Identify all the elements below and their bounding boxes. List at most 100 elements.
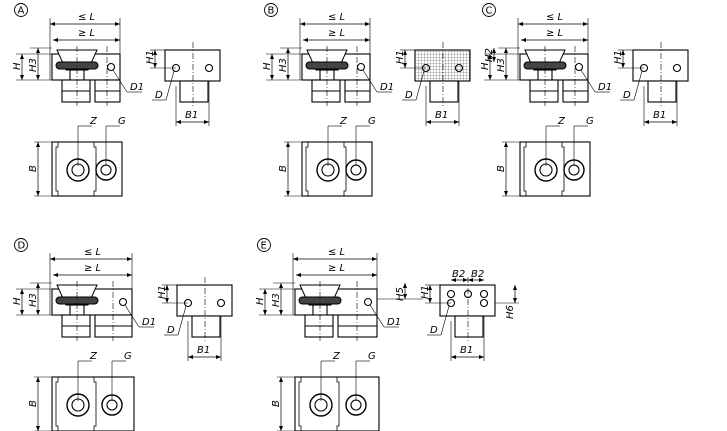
dimension-label-max-l: ≤ L [546,12,563,23]
dimension-label-b: B [28,165,39,172]
bore-d-right [204,63,214,73]
dimension-label-h1: H1 [395,50,406,64]
bore-b2-left [446,289,456,299]
screw-d1 [106,62,116,72]
side-view-foot [179,80,209,103]
dimension-label-b1: B1 [185,110,198,121]
side-view-body [414,49,471,82]
side-view-foot [454,315,484,338]
dimension-label-b: B [28,400,39,407]
dimension-label-d1: D1 [598,82,612,93]
dimension-label-g: G [586,116,594,127]
screw-d1 [574,62,584,72]
dimension-label-b2: B2 [452,269,465,280]
dimension-label-h2: H2 [484,48,495,62]
dimension-label-min-l: ≥ L [328,263,345,274]
dimension-arrow [165,285,169,303]
dimension-label-g: G [368,116,376,127]
dimension-label-d1: D1 [142,317,156,328]
screw-d1 [363,297,373,307]
top-view-body [294,376,380,431]
side-view-body [176,284,233,317]
screw-d1 [356,62,366,72]
dimension-arrow [403,283,407,299]
variant-badge-circle [482,3,496,17]
dimension-arrow [428,285,432,303]
screw-d1 [118,297,128,307]
dimension-label-h5: H5 [395,287,406,301]
dimension-label-h1: H1 [420,285,431,299]
variant-label: D [18,241,26,252]
dimension-label-h: H [480,62,491,70]
dimension-label-max-l: ≤ L [328,12,345,23]
dimension-label-d1: D1 [130,82,144,93]
drawing-line [633,70,643,101]
bore-d-right [672,63,682,73]
side-view-body [164,49,221,82]
drawing-line [369,304,385,328]
drawing-line [112,69,128,93]
dimension-arrow [492,48,496,62]
dimension-label-b1: B1 [460,345,473,356]
dimension-label-h: H [255,297,266,305]
dimension-label-d1: D1 [380,82,394,93]
dimension-label-d: D [623,90,631,101]
dimension-label-h3: H3 [278,58,289,72]
dimension-label-z: Z [557,116,566,127]
top-view-slot [55,377,97,431]
drawing-line [362,69,378,93]
drawing-line [440,305,450,336]
variant-badge-circle [264,3,278,17]
dimension-label-d1: D1 [387,317,401,328]
dimension-label-h: H [12,62,23,70]
dimension-label-max-l: ≤ L [84,247,101,258]
dimension-label-g: G [124,351,132,362]
variant-badge-circle [14,3,28,17]
drawing-line [177,305,187,336]
dimension-label-b: B [496,165,507,172]
variant-label: C [486,6,493,17]
dimension-label-g: G [118,116,126,127]
side-view-foot [429,80,459,103]
variant-label: B [268,6,275,17]
top-view-slot [298,377,340,431]
dimension-label-max-l: ≤ L [328,247,345,258]
dimension-label-d: D [430,325,438,336]
dimension-label-h3: H3 [271,293,282,307]
dimension-label-z: Z [89,116,98,127]
dimension-arrow [451,278,468,282]
dimension-label-b2: B2 [471,269,484,280]
dimension-label-h: H [12,297,23,305]
dimension-label-z: Z [339,116,348,127]
dimension-label-d: D [405,90,413,101]
dimension-label-h1: H1 [145,50,156,64]
bore-b2-center [463,289,473,299]
dimension-label-b1: B1 [197,345,210,356]
drawing-line [580,69,596,93]
dimension-label-min-l: ≥ L [328,28,345,39]
dimension-label-g: G [368,351,376,362]
dimension-label-h6: H6 [505,305,516,319]
variant-label: E [261,241,267,252]
top-view-body [519,141,591,197]
dimension-label-min-l: ≥ L [546,28,563,39]
dimension-label-max-l: ≤ L [78,12,95,23]
dimension-label-b1: B1 [653,110,666,121]
dimension-label-h: H [262,62,273,70]
dimension-label-z: Z [332,351,341,362]
dimension-arrow [621,50,625,68]
dimension-label-min-l: ≥ L [84,263,101,274]
dimension-label-h3: H3 [28,293,39,307]
bore-d-right [479,298,489,308]
